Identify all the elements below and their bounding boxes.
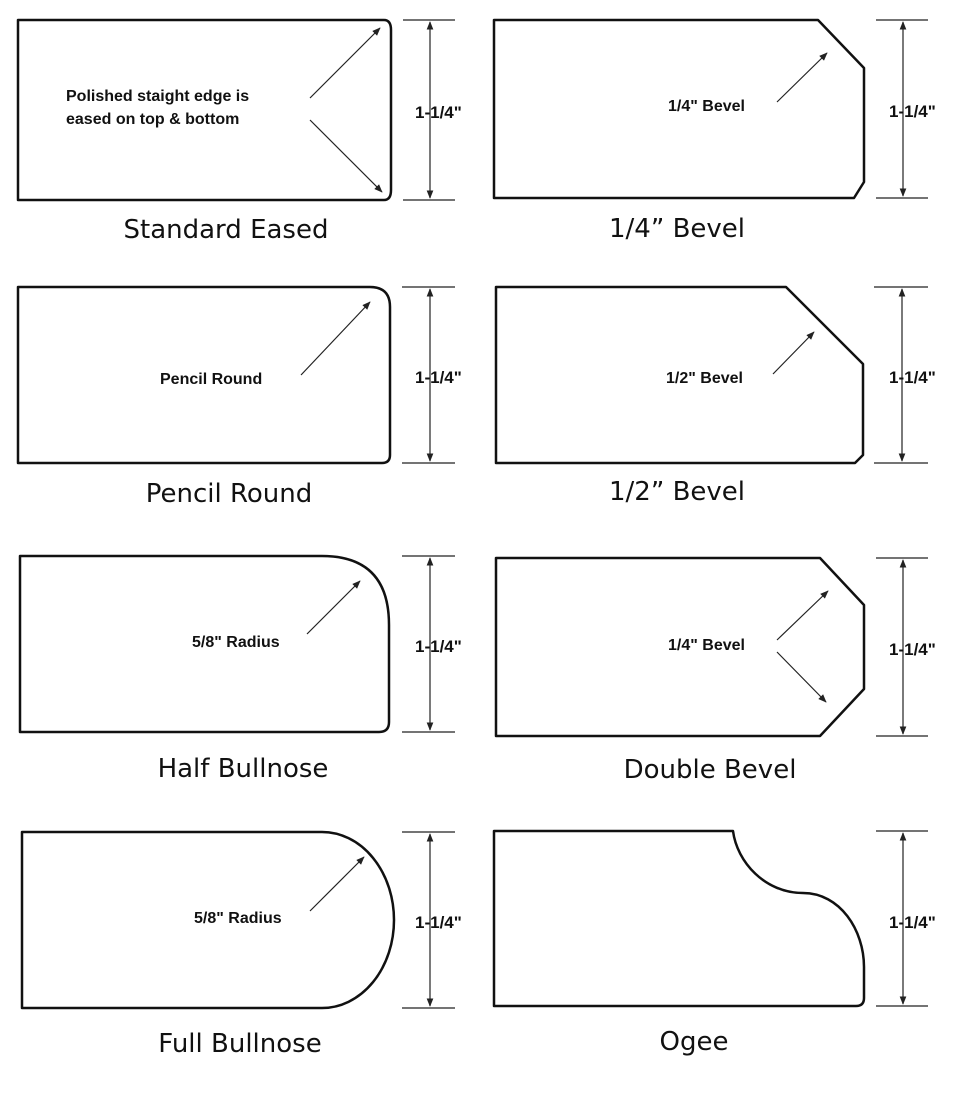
- profile-half-bullnose: 5/8" Radius 1-1/4" Half Bullnose: [18, 554, 462, 784]
- pencil-round-dimension: 1-1/4": [402, 286, 462, 464]
- double-bevel-leader-bottom: [776, 651, 827, 703]
- half-bullnose-shape: [18, 554, 391, 734]
- ogee-shape: [492, 829, 866, 1008]
- profile-pencil-round: Pencil Round 1-1/4" Pencil Round: [16, 285, 462, 509]
- full-bullnose-dimension: 1-1/4": [402, 831, 462, 1009]
- standard-eased-annotation-line-1: Polished staight edge is: [66, 88, 249, 105]
- profile-quarter-bevel: 1/4" Bevel 1-1/4" 1/4” Bevel: [492, 18, 936, 244]
- double-bevel-dimension: 1-1/4": [876, 557, 936, 737]
- half-bullnose-dimension: 1-1/4": [402, 555, 462, 733]
- double-bevel-leader-top: [776, 590, 829, 641]
- pencil-round-annotation: Pencil Round: [160, 371, 262, 388]
- half-bevel-thickness-label: 1-1/4": [889, 368, 936, 387]
- quarter-bevel-leader: [776, 52, 828, 103]
- half-bevel-leader: [772, 331, 815, 375]
- double-bevel-thickness-label: 1-1/4": [889, 640, 936, 659]
- ogee-dimension: 1-1/4": [876, 830, 936, 1007]
- profile-ogee: 1-1/4" Ogee: [492, 829, 936, 1057]
- profile-standard-eased: Polished staight edge is eased on top & …: [16, 18, 462, 245]
- profile-half-bevel: 1/2" Bevel 1-1/4" 1/2” Bevel: [494, 285, 936, 507]
- half-bevel-annotation: 1/2" Bevel: [666, 370, 743, 387]
- pencil-round-caption: Pencil Round: [146, 479, 313, 509]
- quarter-bevel-caption: 1/4” Bevel: [609, 214, 745, 244]
- double-bevel-annotation: 1/4" Bevel: [668, 637, 745, 654]
- ogee-caption: Ogee: [660, 1027, 729, 1057]
- quarter-bevel-annotation: 1/4" Bevel: [668, 98, 745, 115]
- standard-eased-leader-top: [309, 27, 381, 99]
- half-bullnose-leader: [306, 580, 361, 635]
- standard-eased-leader-bottom: [309, 119, 383, 193]
- full-bullnose-thickness-label: 1-1/4": [415, 913, 462, 932]
- half-bullnose-thickness-label: 1-1/4": [415, 637, 462, 656]
- full-bullnose-caption: Full Bullnose: [158, 1029, 321, 1059]
- full-bullnose-annotation: 5/8" Radius: [194, 910, 282, 927]
- quarter-bevel-dimension: 1-1/4": [876, 19, 936, 199]
- full-bullnose-leader: [309, 856, 365, 912]
- quarter-bevel-thickness-label: 1-1/4": [889, 102, 936, 121]
- half-bevel-dimension: 1-1/4": [874, 286, 936, 464]
- half-bevel-caption: 1/2” Bevel: [609, 477, 745, 507]
- profile-full-bullnose: 5/8" Radius 1-1/4" Full Bullnose: [20, 830, 462, 1059]
- half-bullnose-annotation: 5/8" Radius: [192, 634, 280, 651]
- standard-eased-shape: [16, 18, 393, 202]
- ogee-thickness-label: 1-1/4": [889, 913, 936, 932]
- standard-eased-thickness-label: 1-1/4": [415, 103, 462, 122]
- half-bevel-shape: [494, 285, 865, 465]
- profile-double-bevel: 1/4" Bevel 1-1/4" Double Bevel: [494, 556, 936, 785]
- double-bevel-caption: Double Bevel: [624, 755, 797, 785]
- quarter-bevel-shape: [492, 18, 866, 200]
- half-bullnose-caption: Half Bullnose: [158, 754, 329, 784]
- pencil-round-shape: [16, 285, 392, 465]
- double-bevel-shape: [494, 556, 866, 738]
- standard-eased-caption: Standard Eased: [124, 215, 329, 245]
- pencil-round-thickness-label: 1-1/4": [415, 368, 462, 387]
- pencil-round-leader: [300, 301, 371, 376]
- standard-eased-annotation-line-2: eased on top & bottom: [66, 111, 239, 128]
- standard-eased-dimension: 1-1/4": [403, 19, 462, 201]
- full-bullnose-shape: [20, 830, 396, 1010]
